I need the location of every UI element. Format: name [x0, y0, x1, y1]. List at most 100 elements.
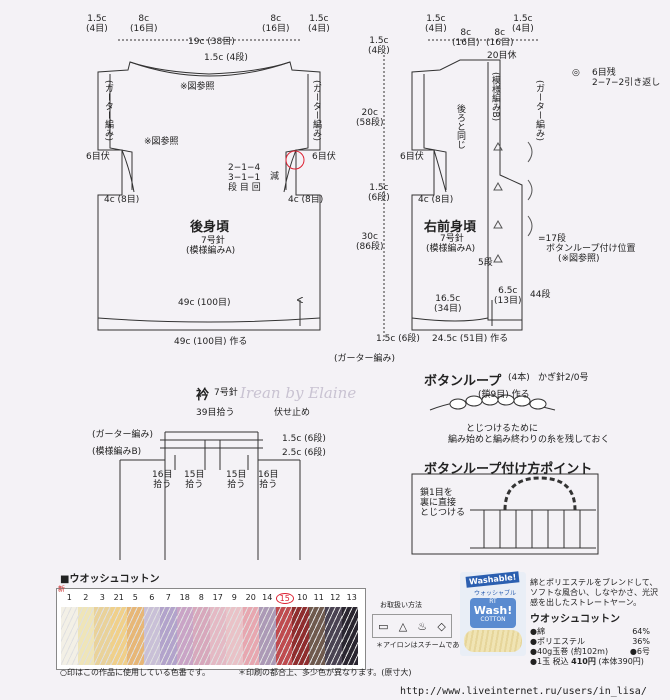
wash-icons: ▭ △ ♨ ◇: [372, 614, 452, 638]
collar-pickup-4: 16目拾う: [258, 470, 279, 490]
back-garter-right: [285, 74, 309, 190]
swatch-number: 20: [245, 593, 256, 602]
front-top-a: 1.5c(4目): [425, 14, 447, 34]
collar-pickup-1: 16目拾う: [152, 470, 173, 490]
back-bindoff-left: 6目伏: [86, 152, 110, 162]
swatch-number: 18: [179, 593, 190, 602]
back-garter-left-label: (ガーター編み): [103, 80, 113, 142]
button-loop-note1: とじつけるために: [466, 424, 539, 434]
swatch-colors: [61, 607, 358, 667]
yarn-ball: [464, 630, 522, 652]
front-same-as-back: 後ろと同じ: [455, 104, 465, 149]
swatch-number: 14: [262, 593, 273, 602]
button-loop-note2: 編み始めと編み終わりの糸を残しておく: [448, 435, 610, 445]
front-five-rows: 5段: [478, 258, 493, 268]
back-top-neck: 19c (38目): [188, 37, 235, 47]
swatch-number: 21: [113, 593, 124, 602]
yarn-section-title: ■ウオッシュコットン: [60, 574, 160, 585]
front-pattern-b: (模様編みB): [490, 72, 500, 122]
button-loop-title: ボタンループ: [424, 374, 502, 389]
back-needle: 7号針: [201, 236, 225, 246]
swatch-color: [341, 607, 358, 665]
source-url[interactable]: http://www.liveinternet.ru/users/in_lisa…: [400, 686, 647, 697]
swatch-number: 15: [275, 593, 294, 604]
swatch-color: [94, 607, 111, 665]
drying-icon: ◇: [437, 619, 446, 633]
back-ref-side: ※図参照: [144, 137, 179, 147]
collar-h2: 2.5c (6段): [282, 448, 326, 458]
front-armhole: 4c (8目): [418, 195, 454, 205]
back-hem-width: 49c (100目): [178, 298, 231, 308]
collar-pickup-top: 39目拾う: [196, 408, 235, 418]
back-neck-band: 1.5c (4段): [204, 53, 248, 63]
collar-pickup-2: 15目拾う: [184, 470, 205, 490]
swatch-color: [292, 607, 309, 665]
collar-pickup-lines: [174, 440, 249, 470]
iron-note: ＊アイロンはスチームであて浮かせて: [376, 641, 495, 649]
wash-tub-icon: ▭: [378, 619, 389, 633]
center-garter: (ガーター編み): [334, 354, 396, 364]
back-neck-line: [129, 61, 291, 77]
front-armhole: [433, 149, 447, 193]
attach-grid-frame: [411, 473, 599, 555]
back-body-outline: [97, 61, 321, 331]
back-bindoff-right: 6目伏: [312, 152, 336, 162]
front-side: 44段: [530, 290, 551, 300]
swatch-color: [242, 607, 259, 665]
back-name: 後身頃: [190, 220, 230, 235]
front-bindoff-top: 20目休: [487, 51, 517, 61]
swatch-number: 12: [330, 593, 341, 602]
front-name: 右前身頃: [424, 220, 477, 235]
center-yoke: 20c(58段): [356, 108, 384, 128]
collar-h1: 1.5c (6段): [282, 434, 326, 444]
yarn-name: ウオッシュコットン: [530, 614, 620, 625]
swatch-number: 17: [212, 593, 223, 602]
swatch-color: [143, 607, 160, 665]
front-bindoff: 6目伏: [400, 152, 424, 162]
front-top-b: 8c(16目): [452, 28, 480, 48]
bleach-icon: △: [398, 619, 408, 633]
swatch-number: 1: [66, 593, 72, 602]
front-band-width: 6.5c(13目): [494, 286, 522, 306]
swatch-number: 13: [346, 593, 357, 602]
wash-label: お取扱い方法: [380, 601, 422, 609]
swatch-color: [325, 607, 342, 665]
legend-text2: 2−7−2引き返し: [592, 78, 661, 88]
attach-grid-lines: [470, 509, 596, 549]
legend-text1: 6目残: [592, 68, 616, 78]
swatch-number: 2: [83, 593, 89, 602]
back-top-left-edge: 1.5c(4目): [86, 14, 108, 34]
swatch-color: [160, 607, 177, 665]
collar-title: 衿: [196, 388, 210, 403]
swatch-number: 7: [165, 593, 171, 602]
button-loop-tool: かぎ針2/0号: [538, 373, 589, 383]
back-cast-on: 49c (100目) 作る: [174, 337, 248, 347]
button-loop-count: (4本): [508, 373, 530, 383]
yarn-label: RT Wash! COTTON: [470, 598, 516, 628]
swatch-color: [308, 607, 325, 665]
front-garter-left: [423, 74, 447, 190]
attach-loop: [503, 476, 577, 511]
yarn-ball-photo: Washable! ウォッシャブル RT Wash! COTTON: [460, 571, 526, 656]
swatch-color: [259, 607, 276, 665]
swatch-color: [209, 607, 226, 665]
back-armhole-right: 4c (8目): [288, 195, 324, 205]
front-top-c: 8c(16目): [486, 28, 514, 48]
chain-stitches: [449, 394, 547, 410]
center-body: 30c(86段): [356, 232, 384, 252]
back-top-right-shoulder: 8c(16目): [262, 14, 290, 34]
back-armhole-left: [121, 149, 135, 193]
button-loop-chain: (鎖9目) 作る: [478, 390, 530, 400]
swatch-color: [226, 607, 243, 665]
center-top-band: 1.5c(4段): [368, 36, 390, 56]
back-garter-right-label: (ガーター編み): [311, 80, 321, 142]
front-garter-right: (ガーター編み): [534, 80, 544, 142]
back-armhole-left: 4c (8目): [104, 195, 140, 205]
collar-right-outline: [257, 432, 301, 560]
collar-bindoff: 伏せ止め: [274, 408, 311, 418]
front-pattern: (模様編みA): [426, 244, 476, 254]
